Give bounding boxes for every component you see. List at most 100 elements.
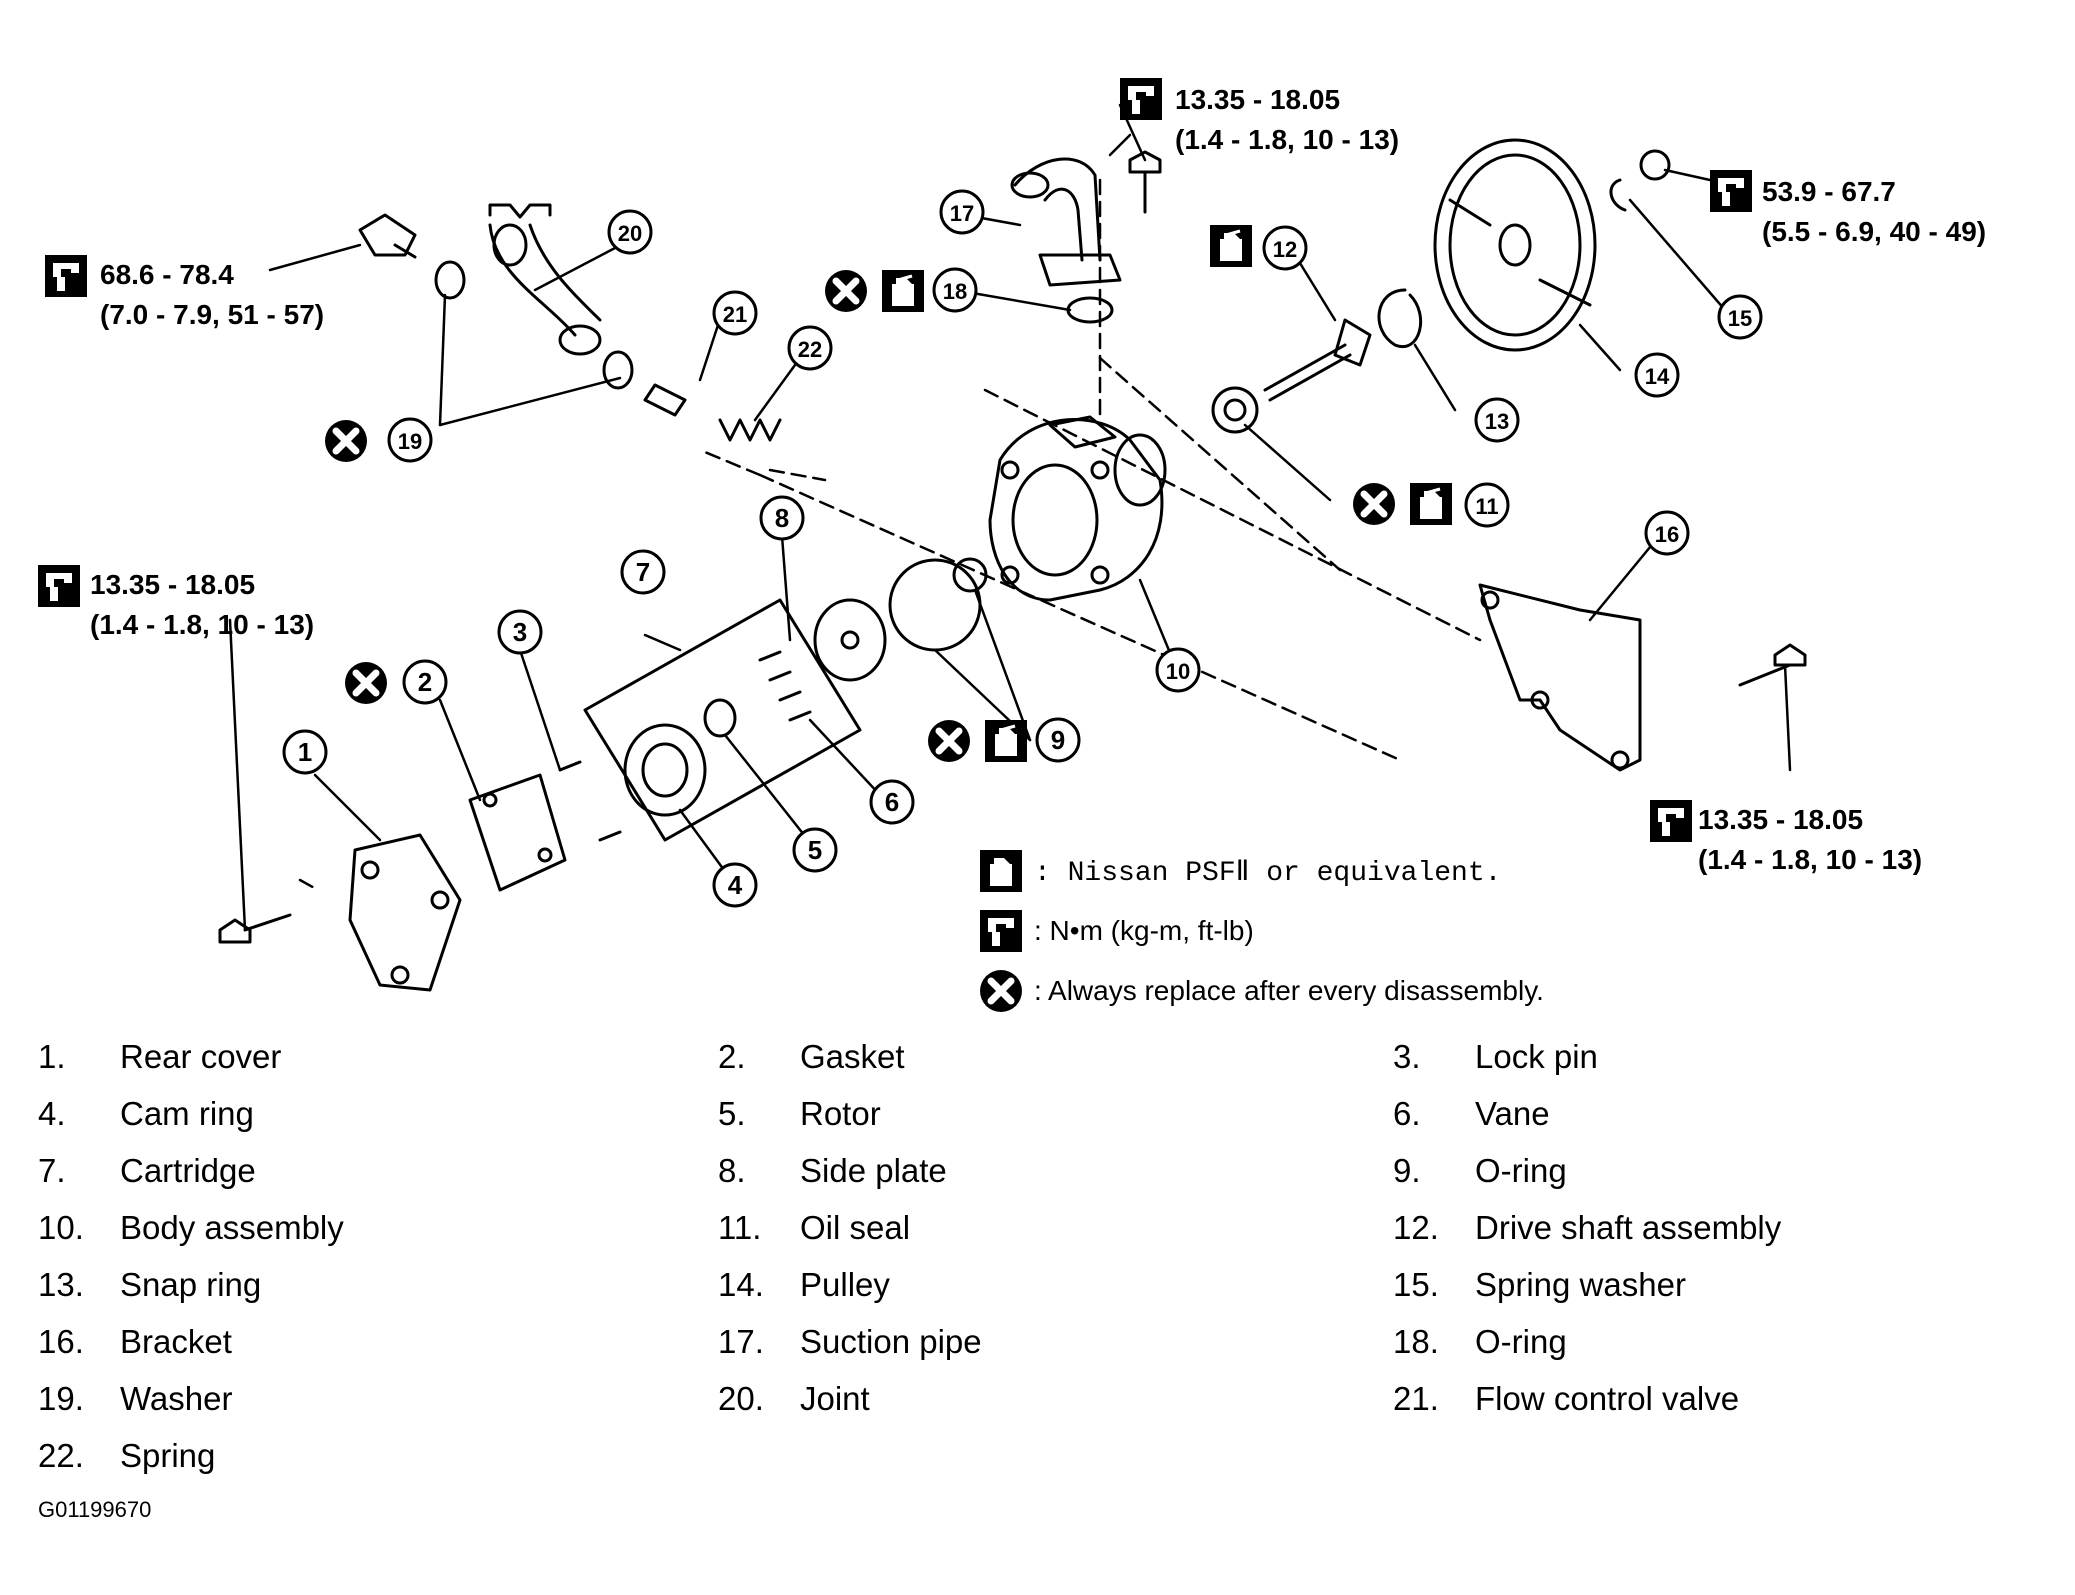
torque-value: 13.35 - 18.05 [1698,804,1864,835]
legend-torque: : N•m (kg-m, ft-lb) [980,910,1254,952]
callout-number: 22 [798,337,822,362]
legend-text: : N•m (kg-m, ft-lb) [1034,915,1254,946]
callout-number: 5 [808,835,822,865]
callout-22: 22 [787,325,833,371]
torque-spec: 13.35 - 18.05 (1.4 - 1.8, 10 - 13) [1698,800,1922,880]
callout-number: 19 [398,429,422,454]
callout-number: 15 [1728,306,1752,331]
replace-x-icon [825,270,867,312]
part-number: 15. [1393,1266,1439,1303]
flow-control-valve-drawing [643,383,687,417]
o-ring-drawing [1066,296,1114,324]
callout-10: 10 [1155,647,1201,693]
callout-17: 17 [939,189,985,235]
replace-x-icon [980,970,1022,1012]
gasket-drawing [468,773,567,892]
fluid-can-icon [983,718,1029,764]
pulley-drawing [1433,138,1597,352]
joint-drawing [488,203,602,356]
part-name: Snap ring [120,1266,262,1303]
fluid-can-icon [980,850,1022,892]
torque-wrench-icon [980,910,1022,952]
part-number: 13. [38,1266,84,1303]
callout-number: 17 [950,201,974,226]
leader-lines [228,103,1792,932]
part-name: Washer [120,1380,233,1417]
torque-spec: 53.9 - 67.7 (5.5 - 6.9, 40 - 49) [1762,172,1986,252]
part-number: 12. [1393,1209,1439,1246]
part-number: 8. [718,1152,746,1189]
callout-21: 21 [712,290,758,336]
callout-number: 7 [636,557,650,587]
part-name: O-ring [1475,1152,1567,1189]
callout-number: 10 [1166,659,1190,684]
part-name: Drive shaft assembly [1475,1209,1782,1246]
part-name: Rear cover [120,1038,282,1075]
vanes-drawing [758,650,812,722]
torque-wrench-icon [1710,170,1752,212]
part-name: Body assembly [120,1209,344,1246]
callout-number: 14 [1645,364,1670,389]
part-name: Cam ring [120,1095,254,1132]
cartridge-frame-drawing [583,598,862,842]
part-number: 20. [718,1380,764,1417]
torque-value: 13.35 - 18.05 [1175,84,1341,115]
callout-2: 2 [402,659,448,705]
callout-8: 8 [759,495,805,541]
part-number: 3. [1393,1038,1421,1075]
plug-bolt-drawing [358,213,417,259]
part-number: 9. [1393,1152,1421,1189]
callout-number: 21 [723,302,747,327]
callout-12: 12 [1262,225,1308,271]
part-name: Oil seal [800,1209,911,1246]
part-name: Vane [1475,1095,1550,1132]
legend-text: : Always replace after every disassembly… [1034,975,1544,1006]
callout-number: 18 [943,279,967,304]
callout-19: 19 [387,417,433,463]
part-name: Flow control valve [1475,1380,1740,1417]
body-assembly-drawing [988,415,1167,602]
spring-drawing [718,418,782,442]
part-number: 1. [38,1038,66,1075]
part-name: Gasket [800,1038,905,1075]
part-name: Spring [120,1437,216,1474]
o-ring-drawing [952,557,988,593]
oil-seal-inner-drawing [1223,398,1247,422]
callout-15: 15 [1717,294,1763,340]
callout-14: 14 [1634,352,1680,398]
torque-units: (5.5 - 6.9, 40 - 49) [1762,216,1987,247]
callout-number: 11 [1475,494,1498,519]
callout-13: 13 [1474,397,1520,443]
part-number: 19. [38,1380,84,1417]
callout-11: 11 [1464,482,1510,528]
callout-7: 7 [620,549,666,595]
callout-20: 20 [607,209,653,255]
torque-wrench-icon [1120,78,1162,120]
part-number: 16. [38,1323,84,1360]
torque-units: (1.4 - 1.8, 10 - 13) [1698,844,1923,875]
callout-3: 3 [497,609,543,655]
torque-spec: 13.35 - 18.05 (1.4 - 1.8, 10 - 13) [90,565,314,645]
cam-ring-drawing [623,723,707,817]
callout-number: 2 [418,667,432,697]
part-name: Side plate [800,1152,947,1189]
callout-18: 18 [932,267,978,313]
torque-value: 53.9 - 67.7 [1762,176,1896,207]
torque-units: (7.0 - 7.9, 51 - 57) [100,299,325,330]
replace-x-icon [1353,483,1395,525]
spring-washer-drawing [1609,178,1627,212]
part-number: 17. [718,1323,764,1360]
bracket-drawing [1478,583,1642,772]
callout-number: 4 [728,870,743,900]
part-number: 4. [38,1095,66,1132]
part-name: Suction pipe [800,1323,982,1360]
callout-number: 20 [618,221,642,246]
replace-x-icon [325,420,367,462]
part-name: O-ring [1475,1323,1567,1360]
part-number: 2. [718,1038,746,1075]
legend-text: : Nissan PSFⅡ or equivalent. [1034,857,1502,889]
fluid-can-icon [1408,481,1454,527]
callout-number: 6 [885,787,899,817]
cam-ring-inner-drawing [641,742,689,798]
part-number: 21. [1393,1380,1439,1417]
